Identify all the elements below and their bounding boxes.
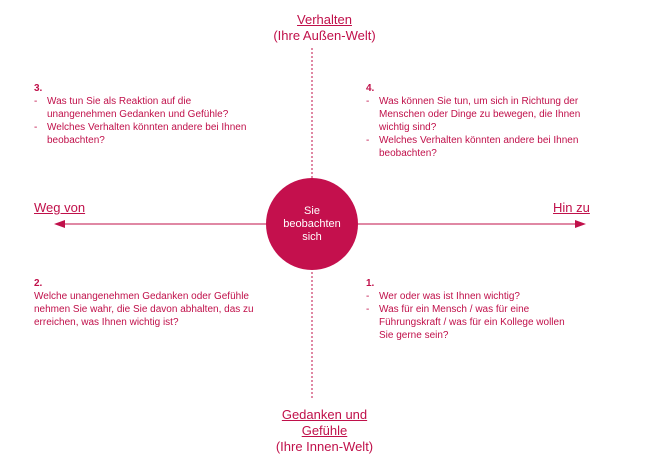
quadrant-3-item-1: Was tun Sie als Reaktion auf die unangen… [47, 96, 229, 120]
quadrant-4-item-1: Was können Sie tun, um sich in Richtung … [379, 96, 581, 133]
list-item: -Was können Sie tun, um sich in Richtung… [366, 96, 581, 133]
quadrant-1-item-2: Was für ein Mensch / was für eine Führun… [379, 304, 565, 341]
left-arrow-head [54, 220, 65, 228]
quadrant-1: 1. -Wer oder was ist Ihnen wichtig? -Was… [366, 277, 566, 342]
quadrant-3: 3. -Was tun Sie als Reaktion auf die una… [34, 82, 249, 147]
list-item: -Wer oder was ist Ihnen wichtig? [366, 291, 520, 302]
quadrant-2-text: Welche unangenehmen Gedanken oder Gefühl… [34, 291, 254, 328]
top-label-title: Verhalten [297, 12, 352, 27]
right-label: Hin zu [553, 200, 590, 215]
list-item: -Was tun Sie als Reaktion auf die unange… [34, 95, 249, 121]
quadrant-3-item-2: Welches Verhalten könnten andere bei Ihn… [47, 122, 247, 146]
quadrant-4-item-2: Welches Verhalten könnten andere bei Ihn… [379, 135, 579, 159]
bottom-label-subtitle: (Ihre Innen-Welt) [275, 439, 374, 454]
top-label-subtitle: (Ihre Außen-Welt) [273, 28, 376, 43]
bottom-label: Gedanken und Gefühle (Ihre Innen-Welt) [0, 407, 649, 455]
quadrant-1-number: 1. [366, 278, 375, 289]
left-label: Weg von [34, 200, 86, 215]
quadrant-4-number: 4. [366, 83, 375, 94]
list-item: -Welches Verhalten könnten andere bei Ih… [366, 134, 582, 160]
quadrant-2-number: 2. [34, 278, 43, 289]
quadrant-1-item-1: Wer oder was ist Ihnen wichtig? [379, 291, 520, 302]
quadrant-4: 4. -Was können Sie tun, um sich in Richt… [366, 82, 582, 160]
bottom-label-title-2: Gefühle [301, 423, 348, 438]
center-circle: Sie beobachten sich [266, 178, 358, 270]
top-label: Verhalten (Ihre Außen-Welt) [0, 12, 649, 44]
list-item: -Welches Verhalten könnten andere bei Ih… [34, 121, 249, 147]
center-label: Sie beobachten sich [283, 204, 341, 243]
right-arrow-head [575, 220, 586, 228]
list-item: -Was für ein Mensch / was für eine Führu… [366, 304, 565, 341]
quadrant-2: 2. Welche unangenehmen Gedanken oder Gef… [34, 277, 258, 329]
bottom-label-title-1: Gedanken und [281, 407, 368, 422]
quadrant-3-number: 3. [34, 83, 43, 94]
